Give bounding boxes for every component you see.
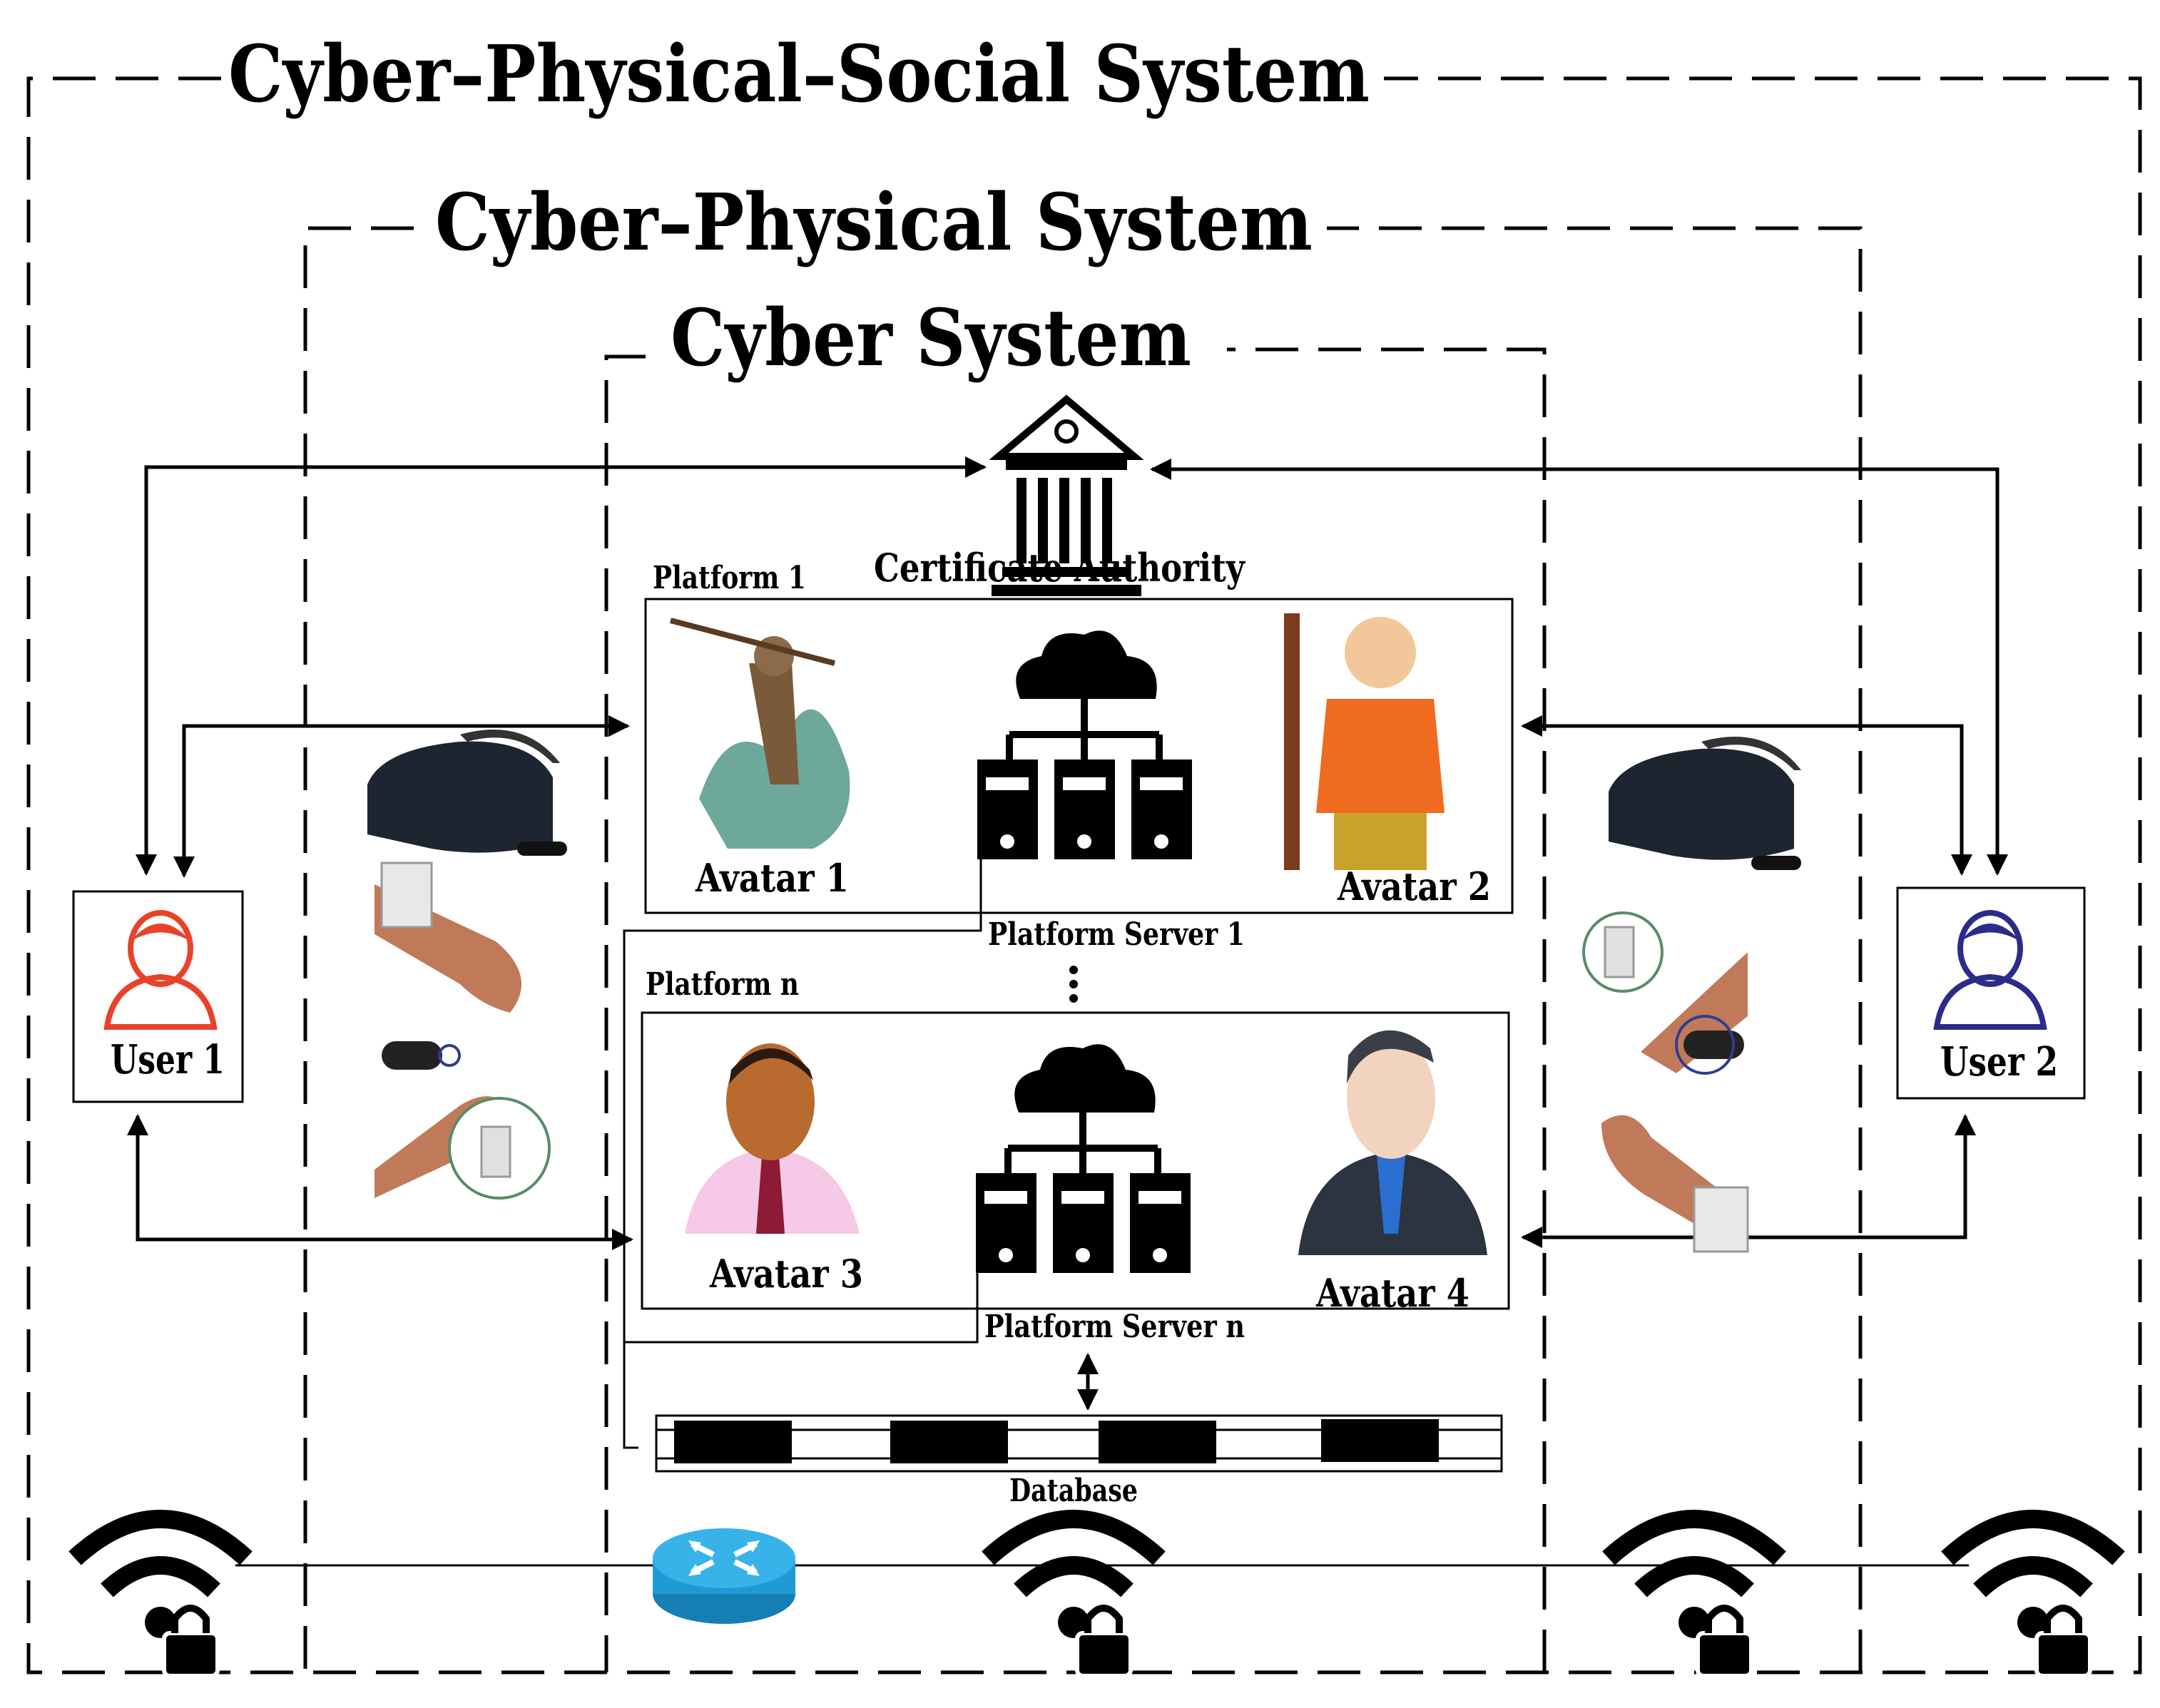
hand-sensor-icon bbox=[1582, 911, 1748, 1075]
cpss-title: Cyber–Physical–Social System bbox=[228, 28, 1370, 120]
router-icon bbox=[653, 1528, 795, 1624]
user2-label: User 2 bbox=[1940, 1038, 2058, 1085]
ca-user2-arrow bbox=[1150, 459, 2008, 876]
user1-platform1-arrow bbox=[173, 715, 630, 878]
platform-server-n-label: Platform Server n bbox=[984, 1309, 1245, 1345]
avatar4-label: Avatar 4 bbox=[1315, 1270, 1469, 1316]
user2-box bbox=[1896, 886, 2086, 1100]
user1-platform-n-arrow bbox=[127, 1114, 633, 1250]
hand-sensor-icon bbox=[375, 1041, 551, 1200]
user2-platform1-arrow bbox=[1521, 715, 1972, 876]
cps-title: Cyber–Physical System bbox=[435, 176, 1313, 268]
server1-connector bbox=[623, 856, 982, 1449]
user2-platform-n-arrow bbox=[1521, 1114, 1976, 1248]
avatar3-figure bbox=[685, 1043, 860, 1234]
wifi-lock-icon bbox=[982, 1510, 1166, 1678]
database-label: Database bbox=[1009, 1473, 1138, 1509]
platform-n-box bbox=[641, 1011, 1510, 1310]
user2-icon bbox=[1933, 910, 2047, 1030]
platform1-label: Platform 1 bbox=[653, 560, 806, 596]
certificate-authority-label: Certificate Authority bbox=[874, 545, 1245, 590]
bank-building-icon bbox=[989, 394, 1144, 596]
avatar1-figure bbox=[669, 618, 850, 849]
user1-icon bbox=[103, 910, 218, 1030]
ca-user1-arrow bbox=[136, 456, 987, 876]
wifi-lock-icon bbox=[1602, 1510, 1786, 1678]
user1-box bbox=[72, 890, 244, 1103]
wifi-lock-icon bbox=[1941, 1510, 2125, 1678]
avatar2-label: Avatar 2 bbox=[1337, 864, 1491, 909]
server-n-connector bbox=[624, 1273, 979, 1344]
avatar2-figure bbox=[1284, 613, 1445, 870]
cloud-server-icon bbox=[976, 1044, 1191, 1273]
cloud-server-icon bbox=[977, 630, 1192, 859]
platform-n-label: Platform n bbox=[646, 966, 799, 1003]
wifi-lock-icon bbox=[68, 1510, 253, 1678]
user1-label: User 1 bbox=[111, 1036, 225, 1083]
platform-server1-label: Platform Server 1 bbox=[988, 916, 1245, 953]
avatar1-label: Avatar 1 bbox=[695, 855, 849, 901]
vr-headset-icon bbox=[367, 730, 567, 856]
database-block bbox=[655, 1414, 1503, 1473]
vr-headset-icon bbox=[1609, 737, 1801, 870]
wrist-sensor-icon bbox=[1601, 1115, 1749, 1253]
platform1-box bbox=[644, 598, 1514, 914]
wrist-sensor-icon bbox=[375, 861, 521, 1013]
avatar4-figure bbox=[1298, 1030, 1487, 1255]
cs-title: Cyber System bbox=[671, 292, 1191, 384]
avatar3-label: Avatar 3 bbox=[709, 1251, 863, 1297]
continuation-dots bbox=[1069, 966, 1078, 1003]
